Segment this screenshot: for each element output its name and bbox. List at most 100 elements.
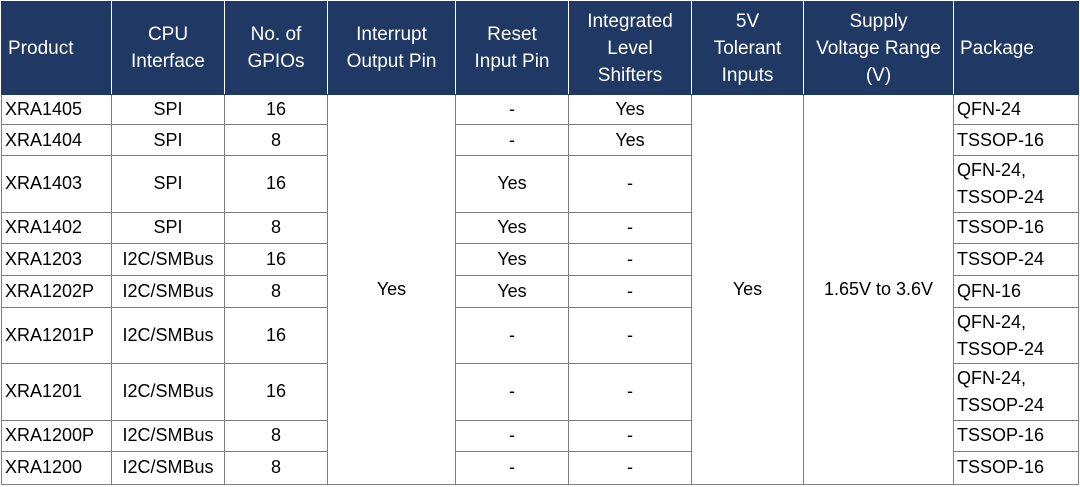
package-line: TSSOP-24: [957, 248, 1045, 269]
level-shifters-cell: -: [568, 450, 692, 486]
product-cell: XRA1201: [1, 363, 112, 421]
gpio-count-cell: 16: [224, 307, 328, 365]
header-product: Product: [1, 1, 112, 95]
reset-input-pin-cell: -: [455, 307, 569, 365]
cpu-interface-cell: SPI: [111, 211, 225, 244]
gpio-count-cell: 16: [224, 93, 328, 126]
header-level-shifters-line-2: Level: [607, 37, 653, 59]
table-row: XRA1404 SPI 8 - Yes TSSOP-16: [1, 124, 1079, 157]
header-product-text: Product: [8, 37, 74, 59]
cpu-interface-cell: I2C/SMBus: [111, 274, 225, 309]
package-line: TSSOP-16: [957, 129, 1045, 150]
package-cell: QFN-24, TSSOP-24: [953, 307, 1079, 365]
gpio-count-cell: 8: [224, 450, 328, 486]
header-level-shifters-line-1: Integrated: [587, 10, 673, 32]
reset-input-pin-cell: -: [455, 124, 569, 157]
cpu-interface-cell: I2C/SMBus: [111, 419, 225, 452]
reset-input-pin-cell: -: [455, 419, 569, 452]
header-gpios: No. of GPIOs: [224, 1, 328, 95]
gpio-count-cell: 16: [224, 155, 328, 213]
supply-voltage-range-merged-cell: 1.65V to 3.6V: [803, 94, 954, 485]
header-supply-line-3: (V): [865, 64, 892, 86]
package-line: QFN-24: [957, 99, 1022, 120]
package-cell: TSSOP-16: [953, 450, 1079, 486]
package-cell: QFN-24: [953, 93, 1079, 126]
package-cell: TSSOP-24: [953, 242, 1079, 276]
header-tolerant-line-1: 5V: [735, 10, 760, 32]
cpu-interface-cell: SPI: [111, 93, 225, 126]
package-cell: QFN-24, TSSOP-24: [953, 155, 1079, 213]
product-cell: XRA1203: [1, 242, 112, 276]
interrupt-output-pin-merged-cell: Yes: [327, 94, 456, 485]
header-reset-line-1: Reset: [487, 24, 537, 45]
gpio-count-cell: 8: [224, 419, 328, 452]
product-cell: XRA1200: [1, 450, 112, 486]
cpu-interface-cell: SPI: [111, 124, 225, 157]
header-supply-line-2: Voltage Range: [816, 37, 941, 59]
package-line: TSSOP-16: [957, 425, 1045, 446]
header-interrupt-output-pin: Interrupt Output Pin: [327, 1, 456, 95]
package-cell: TSSOP-16: [953, 419, 1079, 452]
package-line: QFN-24,: [957, 159, 1027, 180]
level-shifters-cell: -: [568, 419, 692, 452]
header-row: Product CPU Interface No. of GPIOs Inter…: [1, 1, 1079, 95]
header-supply-line-1: Supply: [849, 10, 908, 32]
reset-input-pin-cell: Yes: [455, 242, 569, 276]
header-level-shifters: Integrated Level Shifters: [568, 1, 692, 95]
reset-input-pin-cell: -: [455, 363, 569, 421]
level-shifters-cell: Yes: [568, 93, 692, 126]
package-line: TSSOP-16: [957, 457, 1045, 478]
level-shifters-cell: -: [568, 211, 692, 244]
level-shifters-cell: -: [568, 155, 692, 213]
package-line: TSSOP-24: [957, 338, 1045, 359]
table-row: XRA1405 SPI 16 Yes - Yes Yes 1.65V to 3.…: [1, 93, 1079, 485]
header-gpios-line-1: No. of: [250, 24, 302, 45]
gpio-count-cell: 8: [224, 124, 328, 157]
product-cell: XRA1402: [1, 211, 112, 244]
gpio-count-cell: 8: [224, 274, 328, 309]
reset-input-pin-cell: Yes: [455, 274, 569, 309]
package-line: QFN-24,: [957, 311, 1027, 332]
tolerant-inputs-merged-cell: Yes: [691, 94, 804, 485]
table-row: XRA1402 SPI 8 Yes - TSSOP-16: [1, 211, 1079, 244]
table-row: XRA1403 SPI 16 Yes - QFN-24, TSSOP-24: [1, 155, 1079, 213]
reset-input-pin-cell: Yes: [455, 211, 569, 244]
cpu-interface-cell: SPI: [111, 155, 225, 213]
level-shifters-cell: -: [568, 307, 692, 365]
product-cell: XRA1405: [1, 93, 112, 126]
cpu-interface-cell: I2C/SMBus: [111, 307, 225, 365]
package-line: TSSOP-24: [957, 394, 1045, 415]
header-5v-tolerant-inputs: 5V Tolerant Inputs: [691, 1, 804, 95]
product-cell: XRA1200P: [1, 419, 112, 452]
package-line: QFN-24,: [957, 367, 1027, 388]
header-level-shifters-line-3: Shifters: [597, 64, 663, 86]
level-shifters-cell: -: [568, 363, 692, 421]
package-line: QFN-16: [957, 280, 1022, 301]
header-gpios-line-2: GPIOs: [247, 51, 305, 72]
package-line: TSSOP-24: [957, 186, 1045, 207]
product-cell: XRA1202P: [1, 274, 112, 309]
header-tolerant-line-3: Inputs: [721, 64, 774, 86]
gpio-count-cell: 16: [224, 363, 328, 421]
cpu-interface-cell: I2C/SMBus: [111, 363, 225, 421]
package-cell: TSSOP-16: [953, 124, 1079, 157]
package-cell: QFN-24, TSSOP-24: [953, 363, 1079, 421]
table-row: XRA1200 I2C/SMBus 8 - - TSSOP-16: [1, 450, 1079, 486]
header-package: Package: [953, 1, 1079, 95]
gpio-count-cell: 16: [224, 242, 328, 276]
reset-input-pin-cell: -: [455, 93, 569, 126]
header-cpu-interface-line-2: Interface: [131, 51, 205, 72]
header-tolerant-line-2: Tolerant: [713, 37, 782, 59]
header-reset-input-pin: Reset Input Pin: [455, 1, 569, 95]
header-cpu-interface: CPU Interface: [111, 1, 225, 95]
header-interrupt-line-1: Interrupt: [356, 24, 427, 45]
gpio-count-cell: 8: [224, 211, 328, 244]
cpu-interface-cell: I2C/SMBus: [111, 242, 225, 276]
header-interrupt-line-2: Output Pin: [346, 51, 437, 72]
product-cell: XRA1404: [1, 124, 112, 157]
header-supply-voltage-range: Supply Voltage Range (V): [803, 1, 954, 95]
cpu-interface-cell: I2C/SMBus: [111, 450, 225, 486]
level-shifters-cell: -: [568, 274, 692, 309]
